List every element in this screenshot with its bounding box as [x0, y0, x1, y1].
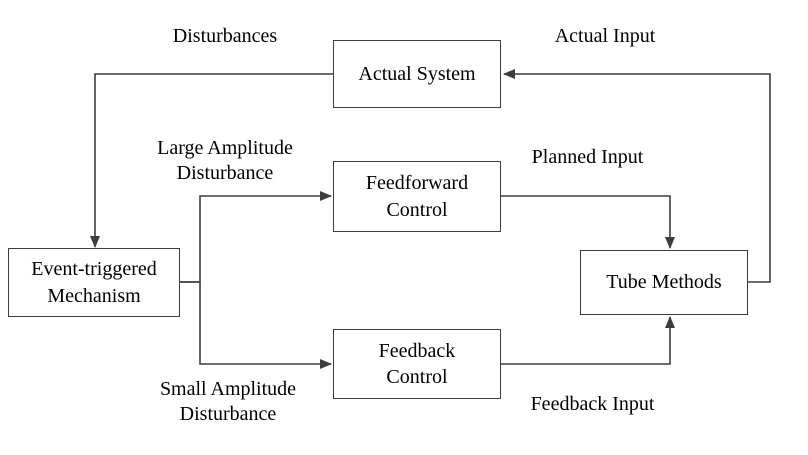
edge-label-small-amplitude-disturbance: Small Amplitude Disturbance — [159, 378, 297, 425]
edge-label-actual-input: Actual Input — [554, 25, 656, 47]
edge-label-disturbances: Disturbances — [172, 25, 278, 47]
arrow-large-amplitude-disturbance — [180, 191, 332, 283]
arrow-feedback-input — [501, 316, 675, 365]
node-feedforward-control-label: Feedforward Control — [365, 172, 469, 221]
node-feedback-control-label: Feedback Control — [378, 339, 456, 388]
node-feedforward-control: Feedforward Control — [333, 161, 501, 232]
node-actual-system: Actual System — [333, 40, 501, 108]
edge-label-planned-input: Planned Input — [531, 146, 644, 168]
node-event-triggered-mechanism: Event-triggered Mechanism — [8, 248, 180, 317]
arrow-disturbances — [90, 73, 333, 248]
arrow-small-amplitude-disturbance — [180, 281, 332, 369]
node-tube-methods: Tube Methods — [580, 250, 748, 315]
edge-label-feedback-input: Feedback Input — [530, 393, 655, 415]
node-tube-methods-label: Tube Methods — [606, 271, 722, 294]
node-event-triggered-mechanism-label: Event-triggered Mechanism — [31, 258, 157, 307]
node-feedback-control: Feedback Control — [333, 329, 501, 399]
edge-label-large-amplitude-disturbance: Large Amplitude Disturbance — [157, 137, 293, 184]
arrow-planned-input — [501, 195, 675, 249]
node-actual-system-label: Actual System — [358, 62, 476, 85]
arrow-actual-input — [503, 69, 771, 283]
